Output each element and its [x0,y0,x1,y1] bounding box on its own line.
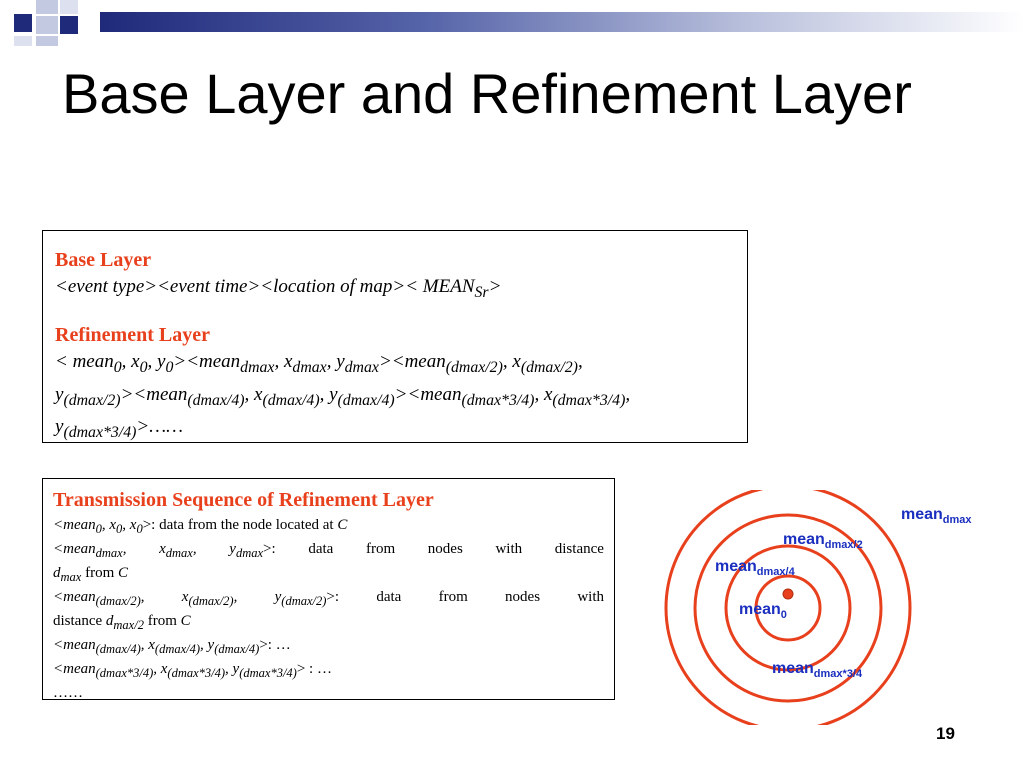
header-square [60,16,78,34]
base-layer-format: <event type><event time><location of map… [55,276,502,301]
refinement-format-line-3: y(dmax*3/4)>…… [55,416,184,442]
center-node [782,588,794,600]
base-layer-heading: Base Layer [55,249,152,271]
circle-dmax-3-4 [693,513,883,703]
sequence-line-7: <mean(dmax*3/4), x(dmax*3/4), y(dmax*3/4… [53,661,332,680]
transmission-sequence-heading: Transmission Sequence of Refinement Laye… [53,489,434,511]
sequence-line-6: <mean(dmax/4), x(dmax/4), y(dmax/4)>: … [53,637,291,656]
page-number: 19 [936,724,955,743]
layer-format-box: Base Layer <event type><event time><loca… [42,230,748,443]
sequence-line-4: <mean(dmax/2), x(dmax/2), y(dmax/2)>: da… [53,589,604,608]
sequence-line-3: dmax from C [53,565,129,584]
label-mean-dmax-2: meandmax/2 [783,531,863,551]
slide-title: Base Layer and Refinement Layer [62,62,912,125]
header-square [36,36,58,46]
circle-dmax [664,490,912,725]
label-mean-dmax-4: meandmax/4 [715,558,796,578]
refinement-layer-heading: Refinement Layer [55,323,210,346]
header-square [14,36,32,46]
spacer [55,306,735,322]
header-square [14,14,32,32]
concentric-circles-diagram: meandmax meandmax/2 meandmax/4 mean0 mea… [664,490,972,725]
refinement-format-line-2: y(dmax/2)><mean(dmax/4), x(dmax/4), y(dm… [55,383,631,409]
header-square [60,0,78,14]
header-square [36,0,58,14]
circle-dmax-4 [754,574,822,642]
header-gradient-bar [100,12,1024,32]
circle-dmax-2 [724,544,852,672]
header-square [36,16,58,34]
label-mean-dmax-3-4: meandmax*3/4 [772,660,863,680]
sequence-line-2: <meandmax, xdmax, ydmax>: data from node… [53,541,604,560]
refinement-format-line-1: < mean0, x0, y0><meandmax, xdmax, ydmax>… [55,350,583,376]
transmission-sequence-box: Transmission Sequence of Refinement Laye… [42,478,615,701]
label-mean-dmax: meandmax [901,506,972,526]
sequence-line-5: distance dmax/2 from C [53,613,191,632]
sequence-line-8: …… [53,685,83,701]
header-decoration [0,0,1024,46]
sequence-line-1: <mean0, x0, x0>: data from the node loca… [53,517,348,536]
label-mean-0: mean0 [739,601,787,621]
